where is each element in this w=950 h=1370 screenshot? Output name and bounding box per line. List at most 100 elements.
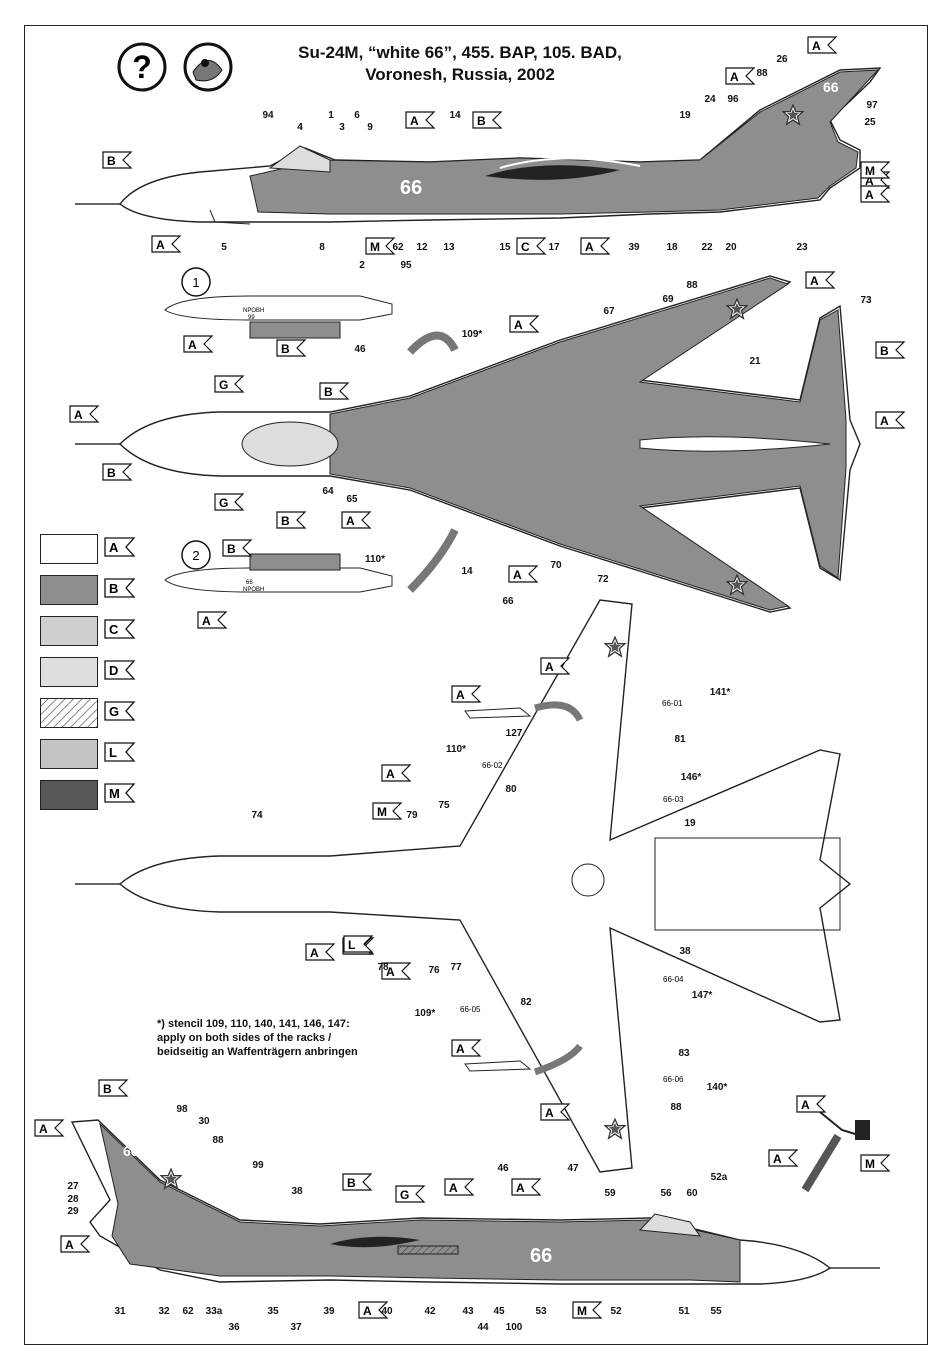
callout-number: 30 (198, 1116, 210, 1127)
callout-number: 18 (666, 242, 678, 253)
callout-number: 62 (182, 1306, 194, 1317)
callout-number: 37 (290, 1322, 302, 1333)
callout-number: 13 (443, 242, 455, 253)
color-tag-icon: A (451, 685, 482, 703)
callout-number: 1 (328, 110, 334, 121)
color-tag-icon: A (508, 565, 539, 583)
swatch-g-hatched (40, 698, 98, 728)
color-tag-label: A (456, 688, 465, 702)
svg-text:66-04: 66-04 (663, 975, 684, 984)
callout-number: 55 (710, 1306, 722, 1317)
svg-text:99: 99 (248, 315, 255, 321)
callout-number: 47 (567, 1163, 579, 1174)
callout-number: 76 (428, 965, 440, 976)
swatch-m (40, 780, 98, 810)
svg-text:D: D (109, 663, 118, 678)
color-tag-label: M (865, 164, 875, 178)
color-tag-icon: A (341, 511, 372, 529)
swatch-b (40, 575, 98, 605)
callout-number: 66 (502, 596, 514, 607)
svg-text:G: G (109, 704, 119, 719)
color-tag-icon: B (276, 339, 307, 357)
color-tag-label: G (219, 496, 228, 510)
color-tag-icon: A (540, 1103, 571, 1121)
color-tag-label: A (363, 1304, 372, 1318)
callout-number: 146* (681, 772, 702, 783)
callout-number: 52a (711, 1172, 728, 1183)
callout-number: 73 (860, 295, 872, 306)
color-tag-icon: A (540, 657, 571, 675)
color-tag-label: A (773, 1152, 782, 1166)
svg-text:L: L (109, 745, 117, 760)
color-tag-icon: A (875, 411, 906, 429)
callout-number: 60 (686, 1188, 698, 1199)
callout-number: 46 (354, 344, 366, 355)
color-tag-label: A (513, 568, 522, 582)
color-tag-icon: M (365, 237, 396, 255)
callout-number: 62 (392, 242, 404, 253)
svg-text:66-03: 66-03 (663, 795, 684, 804)
callout-number: 22 (701, 242, 713, 253)
color-tag-icon: A (60, 1235, 91, 1253)
callout-number: 67 (603, 306, 615, 317)
svg-text:B: B (109, 581, 118, 596)
color-tag-icon: B (102, 463, 133, 481)
tail-number-bottom: 66 (123, 1143, 139, 1159)
color-tag-icon: G (395, 1185, 426, 1203)
color-tag-icon: A (444, 1178, 475, 1196)
page-title: Su-24M, “white 66”, 455. BAP, 105. BAD, … (250, 42, 670, 86)
color-tag-label: A (156, 238, 165, 252)
callout-number: 88 (670, 1102, 682, 1113)
legend-row-m: M (40, 780, 160, 812)
callout-number: 32 (158, 1306, 170, 1317)
callout-number: 9 (367, 122, 373, 133)
callout-number: 88 (686, 280, 698, 291)
color-tag-label: A (188, 338, 197, 352)
color-tag-icon: B (319, 382, 350, 400)
color-tag-icon: B (102, 151, 133, 169)
color-tag-label: L (348, 938, 355, 952)
color-tag-icon: A (451, 1039, 482, 1057)
stencil-note: *) stencil 109, 110, 140, 141, 146, 147:… (157, 1017, 358, 1059)
callout-number: 110* (446, 744, 466, 755)
svg-text:66-02: 66-02 (482, 761, 503, 770)
tank-view-number-1: 1 (192, 275, 199, 290)
callout-number: 20 (725, 242, 737, 253)
callout-number: 6 (354, 110, 360, 121)
svg-text:66-01: 66-01 (662, 699, 683, 708)
color-tag-icon: C (516, 237, 547, 255)
legend-row-g: G (40, 698, 160, 730)
color-tag-label: B (107, 466, 116, 480)
callout-number: 99 (252, 1160, 264, 1171)
color-tag-label: A (386, 965, 395, 979)
color-tag-label: A (410, 114, 419, 128)
color-tag-label: G (219, 378, 228, 392)
callout-number: 77 (450, 962, 462, 973)
callout-number: 46 (497, 1163, 509, 1174)
antenna-detail (801, 1111, 870, 1193)
callout-number: 74 (251, 810, 263, 821)
callout-number: 27 (67, 1181, 79, 1192)
callout-number: 4 (297, 122, 303, 133)
callout-number: 127 (506, 728, 523, 739)
color-tag-icon: A (34, 1119, 65, 1137)
color-tag-icon: M (572, 1301, 603, 1319)
color-tag-label: M (577, 1304, 587, 1318)
legend-row-b: B (40, 575, 160, 607)
color-tag-icon: A (358, 1301, 389, 1319)
color-tag-icon: G (214, 493, 245, 511)
callout-number: 147* (692, 990, 713, 1001)
callout-number: 80 (505, 784, 517, 795)
color-tag-label: A (386, 767, 395, 781)
svg-text:C: C (109, 622, 119, 637)
color-tag-label: A (545, 660, 554, 674)
color-tag-icon: M (372, 802, 403, 820)
svg-text:66: 66 (246, 580, 253, 586)
color-tag-label: A (545, 1106, 554, 1120)
side-view-left: 66 66 (75, 67, 882, 225)
callout-number: 83 (678, 1048, 690, 1059)
callout-number: 29 (67, 1206, 79, 1217)
color-tag-icon: A (381, 764, 412, 782)
